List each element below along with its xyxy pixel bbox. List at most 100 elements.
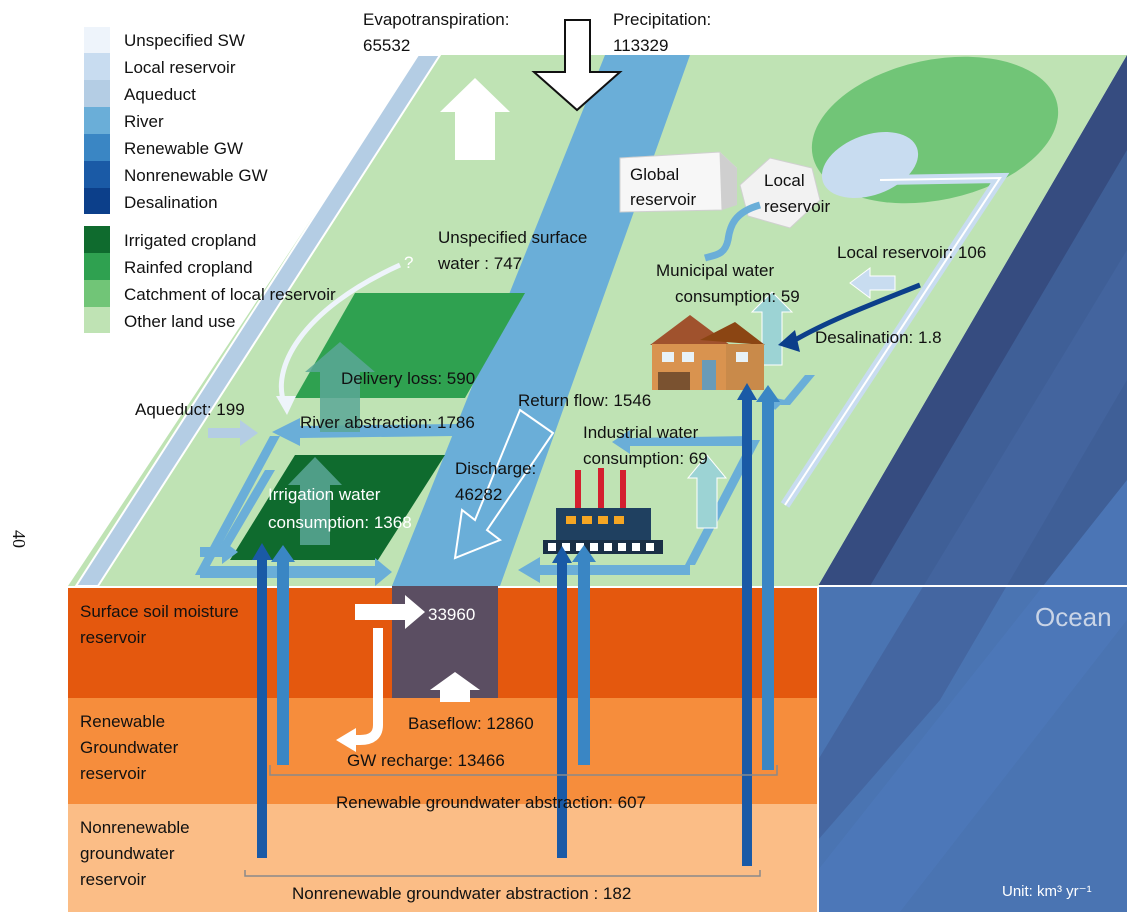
irrigated-cropland [230,455,445,560]
page-number: 40 [9,530,29,548]
river-abstraction-arrow [272,418,530,446]
legend-swatch-aqueduct [84,80,110,107]
local-reservoir-node [739,157,821,229]
left-to-crop-arrow [215,470,275,555]
nonrenewable-gw-abstraction-label: Nonrenewable groundwater abstraction : 1… [292,884,631,903]
discharge-label-2: 46282 [455,485,502,504]
nonrenewable-gw-column-2 [552,546,572,858]
local-reservoir-node-label-2: reservoir [764,197,830,216]
renewable-gw-label-3: reservoir [80,764,146,783]
river-abstraction-label: River abstraction: 1786 [300,413,475,432]
left-distribution-line [195,436,280,575]
irrigation-label-1: Irrigation water [268,485,381,504]
renewable-gw-abstraction-label: Renewable groundwater abstraction: 607 [336,793,646,812]
gw-recharge-label: GW recharge: 13466 [347,751,505,770]
legend-label-desalination: Desalination [124,193,218,212]
legend-swatch-catchment [84,280,110,307]
return-flow-vertical [685,440,760,565]
evapotranspiration-label: Evapotranspiration: [363,10,509,29]
legend-label-rainfed-cropland: Rainfed cropland [124,258,253,277]
legend-swatch-unspecified-sw [84,27,110,53]
legend-swatch-local-reservoir [84,53,110,80]
precipitation-label: Precipitation: [613,10,711,29]
nonrenewable-gw-layer [68,804,818,912]
desalination-curve [793,282,921,343]
industrial-label-2: consumption: 69 [583,449,708,468]
delivery-loss-arrow [305,342,375,432]
legend-label-nonrenewable-gw: Nonrenewable GW [124,166,268,185]
nonrenewable-gw-label-2: groundwater [80,844,175,863]
municipal-label-2: consumption: 59 [675,287,800,306]
legend-label-renewable-gw: Renewable GW [124,139,243,158]
renewable-gw-label-2: Groundwater [80,738,179,757]
aqueduct-inflow-arrow [208,420,258,446]
nonrenewable-gw-column-3 [737,383,757,866]
return-flow-upper [612,430,750,454]
global-reservoir-label-2: reservoir [630,190,696,209]
renewable-gw-column-3 [756,385,780,770]
local-reservoir-arrow [849,267,896,299]
legend-swatch-rainfed-cropland [84,253,110,280]
discharge-arrow [453,408,555,560]
runoff-label: Runoff: [362,605,417,624]
gw-recharge-arrowhead [336,728,356,752]
legend-swatch-renewable-gw [84,134,110,161]
surface-soil-label-2: reservoir [80,628,146,647]
river-channel [392,55,690,586]
desalination-arrowhead [778,330,800,352]
ocean-label: Ocean [1035,602,1112,632]
surface-soil-label-1: Surface soil moisture [80,602,239,621]
irrigation-label-2: consumption: 1368 [268,513,412,532]
ocean-stripe-3 [818,480,1127,912]
ocean-stripe-2 [818,250,1127,840]
local-reservoir-flow-label: Local reservoir: 106 [837,243,986,262]
legend-swatch-nonrenewable-gw [84,161,110,188]
global-reservoir-label-1: Global [630,165,679,184]
unspecified-sw-label-2: water : 747 [437,254,522,273]
industrial-label-1: Industrial water [583,423,699,442]
legend-swatch-other-land [84,307,110,333]
precipitation-value: 113329 [613,36,668,55]
runoff-arrow [355,595,425,629]
legend-label-catchment: Catchment of local reservoir [124,285,336,304]
legend-label-unspecified-sw: Unspecified SW [124,31,245,50]
return-flow-label: Return flow: 1546 [518,391,651,410]
baseflow-label: Baseflow: 12860 [408,714,534,733]
legend-swatch-irrigated-cropland [84,226,110,253]
delivery-loss-label: Delivery loss: 590 [341,369,475,388]
unknown-source-mark: ? [404,253,413,272]
municipal-to-return [780,375,815,405]
legend-label-aqueduct: Aqueduct [124,85,196,104]
unit-label: Unit: km³ yr⁻¹ [1002,883,1092,900]
aqueduct-label: Aqueduct: 199 [135,400,245,419]
crop-inflow-arrow [200,540,238,564]
precipitation-arrow [531,19,623,112]
legend-label-river: River [124,112,164,131]
industrial-consumption-arrow [686,454,728,529]
renewable-gw-layer [68,698,818,804]
return-flow-arrow-industrial [518,557,690,583]
nonrenewable-gw-bracket [244,870,761,877]
local-reservoir-pipe-outline [784,176,1002,506]
bottom-distribution-arrow [200,558,392,586]
evapotranspiration-arrow [440,78,510,160]
renewable-gw-label-1: Renewable [80,712,165,731]
renewable-gw-column-2 [572,545,596,765]
evapotranspiration-value: 65532 [363,36,410,55]
renewable-gw-column-1 [271,545,295,765]
nonrenewable-gw-label-1: Nonrenewable [80,818,190,837]
legend-swatch-desalination [84,188,110,214]
local-reservoir-node-label-1: Local [764,171,805,190]
global-reservoir-side [720,152,737,210]
municipal-label-1: Municipal water [656,261,774,280]
legend-swatch-river [84,107,110,134]
factory-icon [543,468,663,554]
runoff-value: 33960 [428,605,475,624]
aqueduct-channel [74,54,442,587]
legend-label-local-reservoir: Local reservoir [124,58,236,77]
legend-label-irrigated-cropland: Irrigated cropland [124,231,256,250]
nonrenewable-gw-label-3: reservoir [80,870,146,889]
house-icon [650,315,765,390]
nonrenewable-gw-column-1 [252,543,272,858]
